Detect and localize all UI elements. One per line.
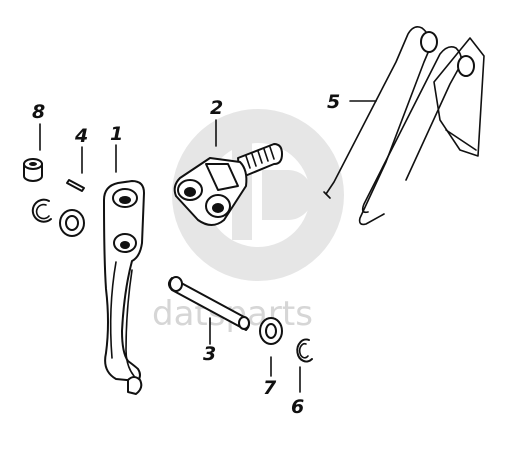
callout-1: 1	[110, 123, 123, 145]
return-spring-part	[323, 26, 485, 226]
clip-part	[296, 338, 313, 363]
washer-part	[259, 317, 283, 345]
bushing-part	[23, 158, 43, 182]
left-circlip-part	[31, 198, 52, 223]
left-washer-part	[59, 209, 85, 237]
lever-part	[103, 180, 145, 395]
watermark: datsparts	[152, 109, 344, 334]
leader-lines	[39, 100, 377, 393]
callout-4: 4	[74, 125, 88, 147]
clevis-part	[173, 143, 283, 226]
callout-8: 8	[32, 101, 45, 123]
callout-2: 2	[210, 97, 223, 119]
callout-5: 5	[327, 91, 340, 113]
callout-7: 7	[263, 377, 277, 399]
pin-part	[168, 276, 250, 331]
callout-6: 6	[291, 396, 304, 418]
callout-3: 3	[203, 343, 216, 365]
cotter-pin-part	[66, 179, 85, 192]
